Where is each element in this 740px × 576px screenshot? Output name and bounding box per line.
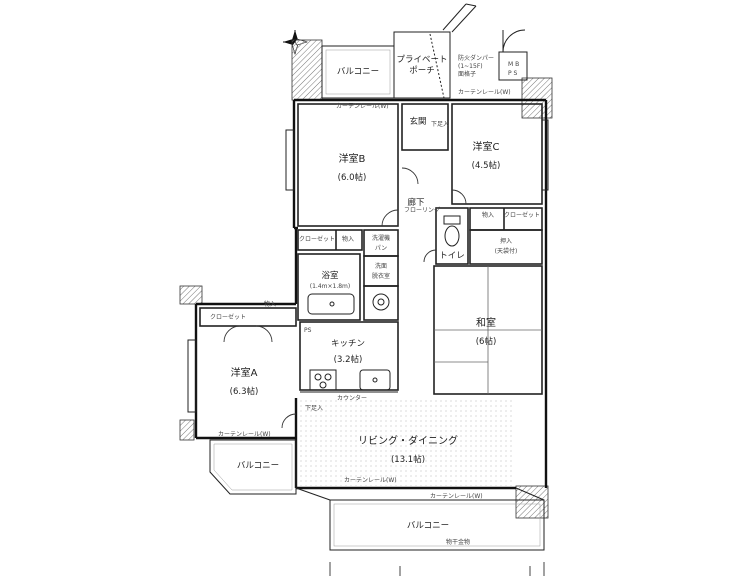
mb-ps-line2: P S <box>508 70 518 77</box>
room-labels: 洋室B (6.0帖) 洋室C (4.5帖) 洋室A (6.3帖) 和室 (6帖)… <box>230 55 501 465</box>
door-swings <box>223 167 467 429</box>
room-western-c-name: 洋室C <box>473 140 500 153</box>
balcony-left-label: バルコニー <box>237 461 279 471</box>
washer-pan-line1: 洗濯機 <box>372 234 390 242</box>
curtain-rail-top-b: カーテンレール(W) <box>336 103 389 110</box>
room-toilet-name: トイレ <box>439 251 465 261</box>
storage-3-label: 物入 <box>264 300 276 308</box>
room-washroom-line1: 洗面 <box>375 262 387 270</box>
private-porch-line2: ポーチ <box>409 66 435 76</box>
balcony-top-label: バルコニー <box>337 67 379 77</box>
floor-heat-label: フローリング <box>404 206 440 214</box>
misc-labels: カウンター 防火ダンパー (1~15F) 面格子 M B P S カーテンレール… <box>218 54 519 546</box>
storage-2-label: 物入 <box>482 211 494 219</box>
fire-damper-line3: 面格子 <box>458 70 476 78</box>
windows <box>187 119 549 413</box>
bathtub-icon <box>307 293 355 315</box>
room-living-name: リビング・ダイニング <box>358 434 458 447</box>
curtain-rail-top-c: カーテンレール(W) <box>458 89 511 96</box>
room-western-c-size: (4.5帖) <box>472 160 501 171</box>
room-kitchen-size: (3.2帖) <box>334 354 363 365</box>
room-japanese-name: 和室 <box>476 316 496 329</box>
mb-ps-cabinet <box>498 29 528 81</box>
balcony-bottom-label: バルコニー <box>407 521 449 531</box>
room-kitchen-name: キッチン <box>331 339 365 349</box>
shoe-rack-label: 下足入 <box>431 121 449 128</box>
futon-rail-label: 物干金物 <box>446 538 470 546</box>
exterior-walls <box>194 98 548 490</box>
room-washroom-line2: 脱衣室 <box>372 272 390 280</box>
oshiire-line2: (天袋付) <box>495 247 518 255</box>
counter-label: カウンター <box>337 394 367 402</box>
toilet-fixture-icon <box>443 215 461 247</box>
fire-damper-line2: (1~15F) <box>458 63 483 70</box>
living-floor-texture <box>300 398 514 486</box>
balcony-labels: バルコニー バルコニー バルコニー <box>237 67 449 531</box>
room-western-b-size: (6.0帖) <box>338 172 367 183</box>
wall-hatching <box>179 39 553 519</box>
dimension-ticks <box>329 562 545 576</box>
room-entrance-name: 玄関 <box>409 116 426 127</box>
fire-damper-line1: 防火ダンパー <box>458 54 494 62</box>
private-porch-area <box>393 31 451 99</box>
ps-label: PS <box>304 327 312 334</box>
curtain-rail-living-1: カーテンレール(W) <box>344 477 397 484</box>
mb-ps-line1: M B <box>508 61 519 68</box>
private-porch-line1: プライベート <box>396 55 447 65</box>
room-western-a-size: (6.3帖) <box>230 386 259 397</box>
oshiire-line1: 押入 <box>500 237 512 245</box>
closet-c-label: クローゼット <box>504 211 540 219</box>
storage-1-label: 物入 <box>342 235 354 243</box>
room-bath-size: (1.4m×1.8m) <box>310 283 350 290</box>
room-hallway-name: 廊下 <box>407 197 425 208</box>
washer-pan-line2: パン <box>375 245 387 252</box>
closet-b-label: クローゼット <box>299 235 335 243</box>
balcony-bottom <box>295 487 545 551</box>
room-japanese-size: (6帖) <box>476 336 497 347</box>
curtain-rail-living-2: カーテンレール(W) <box>430 493 483 500</box>
washbasin-icon <box>372 293 390 311</box>
closet-a-label: クローゼット <box>210 313 246 321</box>
room-bath-name: 浴室 <box>321 270 339 281</box>
sink-icon <box>359 369 391 391</box>
room-western-b-name: 洋室B <box>339 152 366 165</box>
tatami-mats <box>434 266 542 394</box>
curtain-rail-a: カーテンレール(W) <box>218 431 271 438</box>
stove-icon <box>309 369 337 391</box>
storage-labels: クローゼット クローゼット クローゼット 物入 物入 物入 押入 (天袋付) 下… <box>210 121 540 412</box>
balcony-left <box>209 439 297 495</box>
shoe-rack-2-label: 下足入 <box>305 405 323 412</box>
room-western-a-name: 洋室A <box>231 366 258 379</box>
room-living-size: (13.1帖) <box>391 454 425 465</box>
entrance-corridor <box>442 3 477 33</box>
